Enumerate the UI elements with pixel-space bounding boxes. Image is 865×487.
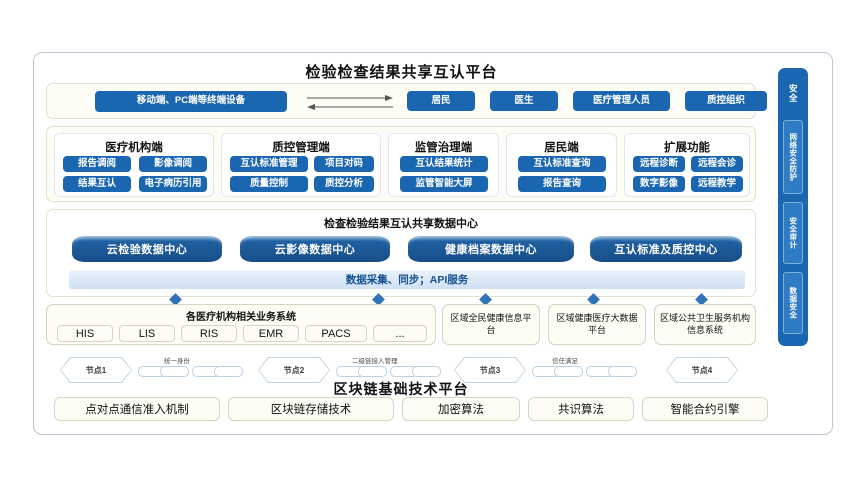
platform-public-health[interactable]: 区域公共卫生服务机构信息系统: [654, 304, 756, 345]
app-group-title: 质控管理端: [272, 142, 330, 154]
system-chip-more[interactable]: ...: [373, 325, 427, 342]
app-group-extensions: 扩展功能 远程诊断 远程会诊 数字影像 远程教学: [624, 133, 750, 197]
security-item-network[interactable]: 网络安全防护: [783, 120, 803, 194]
app-group-title: 居民端: [544, 142, 579, 154]
data-center-standard-qc[interactable]: 互认标准及质控中心: [590, 236, 742, 262]
app-item-report-view[interactable]: 报告调阅: [63, 156, 131, 172]
app-item-item-mapping[interactable]: 项目对码: [314, 156, 374, 172]
security-sidebar-title-wrap: 安全: [778, 76, 808, 110]
app-item-standard-mgmt[interactable]: 互认标准管理: [230, 156, 308, 172]
app-item-qc-analysis[interactable]: 质控分析: [314, 176, 374, 192]
app-item-supervision-screen[interactable]: 监管智能大屏: [400, 176, 488, 192]
app-group-quality-control: 质控管理端 互认标准管理 项目对码 质量控制 质控分析: [221, 133, 381, 197]
platform-regional-health-info[interactable]: 区域全民健康信息平台: [442, 304, 540, 345]
terminal-row-panel: 移动端、PC端等终端设备 居民 医生 医疗管理人员 质控组织: [46, 83, 767, 119]
chain-label-access-mgmt: 二级链接入管理: [352, 358, 398, 365]
blockchain-item-smart-contract[interactable]: 智能合约引擎: [642, 397, 768, 421]
chain-label-trust: 信任满足: [552, 358, 578, 365]
system-chip-emr[interactable]: EMR: [243, 325, 299, 342]
blockchain-platform-title: 区块链基础技术平台: [333, 381, 469, 397]
app-group-title: 扩展功能: [664, 142, 710, 154]
security-item-label: 网络安全防护: [788, 133, 798, 181]
api-service-band: 数据采集、同步；API服务: [69, 270, 745, 289]
role-pill-admin[interactable]: 医疗管理人员: [573, 91, 670, 111]
security-sidebar: 安全 网络安全防护 安全审计 数据安全: [778, 68, 808, 346]
chain-link-icon: [214, 366, 243, 377]
system-chip-ris[interactable]: RIS: [181, 325, 237, 342]
app-item-report-query[interactable]: 报告查询: [518, 176, 606, 192]
blockchain-item-encryption[interactable]: 加密算法: [402, 397, 520, 421]
blockchain-node-label: 节点4: [667, 358, 737, 382]
app-item-digital-imaging[interactable]: 数字影像: [633, 176, 685, 192]
data-center-cloud-lab[interactable]: 云检验数据中心: [72, 236, 222, 262]
hospital-systems-title: 各医疗机构相关业务系统: [186, 312, 296, 323]
app-group-title: 监管治理端: [414, 142, 473, 154]
app-item-result-statistics[interactable]: 互认结果统计: [400, 156, 488, 172]
app-item-emr-citation[interactable]: 电子病历引用: [139, 176, 207, 192]
blockchain-node-1[interactable]: 节点1: [60, 357, 132, 383]
system-chip-his[interactable]: HIS: [57, 325, 113, 342]
chain-link-icon: [608, 366, 637, 377]
blockchain-node-label: 节点2: [259, 358, 329, 382]
blockchain-node-label: 节点3: [455, 358, 525, 382]
exchange-arrows: [305, 92, 395, 112]
chain-link-icon: [160, 366, 189, 377]
data-center-title: 检查检验结果互认共享数据中心: [324, 218, 478, 230]
arrow-right-icon: [307, 95, 393, 110]
role-pill-resident[interactable]: 居民: [407, 91, 475, 111]
chain-link-icon: [358, 366, 387, 377]
blockchain-item-storage[interactable]: 区块链存储技术: [228, 397, 394, 421]
page-title: 检验检查结果共享互认平台: [305, 64, 498, 81]
terminal-device-pill[interactable]: 移动端、PC端等终端设备: [95, 91, 287, 112]
security-item-label: 安全审计: [788, 217, 798, 249]
regional-platforms-row: 区域全民健康信息平台 区域健康医疗大数据平台 区域公共卫生服务机构信息系统: [442, 304, 756, 345]
security-item-data[interactable]: 数据安全: [783, 272, 803, 334]
app-item-remote-diagnosis[interactable]: 远程诊断: [633, 156, 685, 172]
app-item-image-view[interactable]: 影像调阅: [139, 156, 207, 172]
app-item-standard-query[interactable]: 互认标准查询: [518, 156, 606, 172]
blockchain-inner-area: 节点1 统一身份 节点2 二级链接入管理 节点3 信任: [46, 353, 768, 425]
blockchain-node-label: 节点1: [61, 358, 131, 382]
system-chip-pacs[interactable]: PACS: [305, 325, 367, 342]
blockchain-node-2[interactable]: 节点2: [258, 357, 330, 383]
app-item-remote-teaching[interactable]: 远程教学: [691, 176, 743, 192]
blockchain-node-3[interactable]: 节点3: [454, 357, 526, 383]
app-group-supervision: 监管治理端 互认结果统计 监管智能大屏: [388, 133, 499, 197]
app-group-medical-institution: 医疗机构端 报告调阅 影像调阅 结果互认 电子病历引用: [54, 133, 214, 197]
security-sidebar-title: 安全: [788, 83, 799, 103]
blockchain-item-consensus[interactable]: 共识算法: [528, 397, 634, 421]
security-item-audit[interactable]: 安全审计: [783, 202, 803, 264]
app-item-result-recognition[interactable]: 结果互认: [63, 176, 131, 192]
application-layer-panel: 医疗机构端 报告调阅 影像调阅 结果互认 电子病历引用 质控管理端 互认标准管理…: [46, 126, 756, 202]
data-center-cloud-imaging[interactable]: 云影像数据中心: [240, 236, 390, 262]
security-item-label: 数据安全: [788, 287, 798, 319]
architecture-frame: 检验检查结果共享互认平台 移动端、PC端等终端设备 居民 医生 医疗管理人员 质…: [33, 52, 833, 435]
blockchain-node-4[interactable]: 节点4: [666, 357, 738, 383]
role-pill-qc-org[interactable]: 质控组织: [685, 91, 767, 111]
app-group-title: 医疗机构端: [105, 142, 163, 154]
app-group-resident: 居民端 互认标准查询 报告查询: [506, 133, 617, 197]
app-item-remote-consult[interactable]: 远程会诊: [691, 156, 743, 172]
app-item-quality-control[interactable]: 质量控制: [230, 176, 308, 192]
chain-link-icon: [412, 366, 441, 377]
data-center-panel: 检查检验结果互认共享数据中心 云检验数据中心 云影像数据中心 健康档案数据中心 …: [46, 209, 756, 297]
data-center-health-record[interactable]: 健康档案数据中心: [408, 236, 574, 262]
role-pill-doctor[interactable]: 医生: [490, 91, 558, 111]
blockchain-item-p2p[interactable]: 点对点通信准入机制: [54, 397, 220, 421]
chain-link-icon: [554, 366, 583, 377]
hospital-systems-group: 各医疗机构相关业务系统 HIS LIS RIS EMR PACS ...: [46, 304, 436, 345]
chain-label-identity: 统一身份: [164, 358, 190, 365]
platform-regional-bigdata[interactable]: 区域健康医疗大数据平台: [548, 304, 646, 345]
system-chip-lis[interactable]: LIS: [119, 325, 175, 342]
